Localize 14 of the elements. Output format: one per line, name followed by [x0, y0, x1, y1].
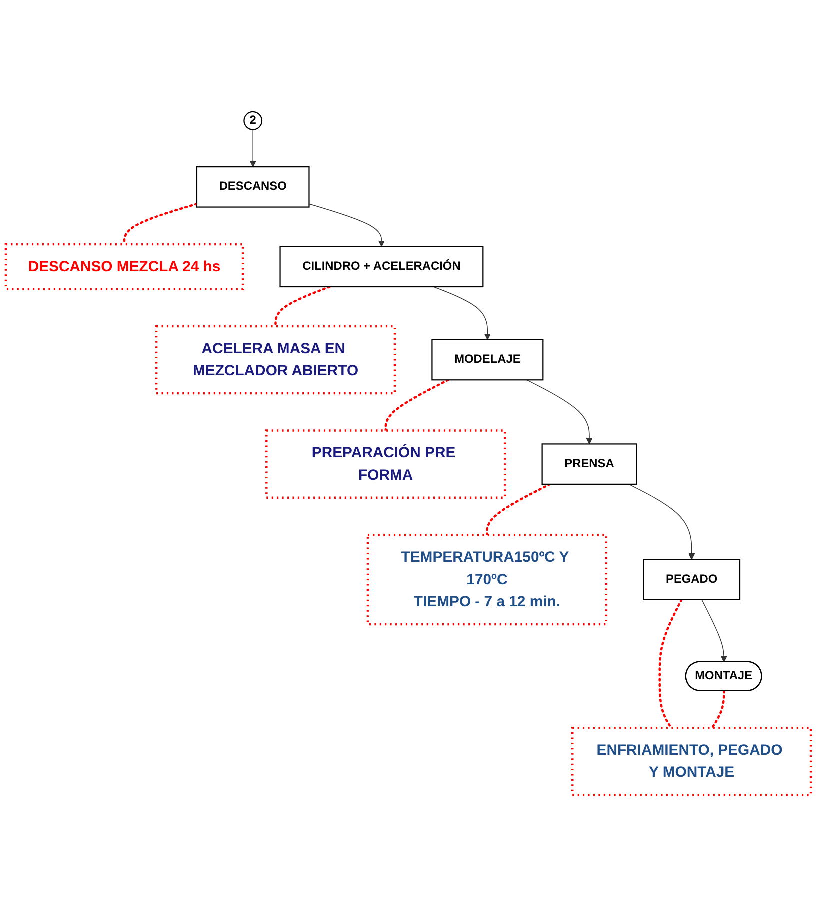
arrow	[628, 484, 696, 560]
node-box: DESCANSO	[196, 166, 310, 208]
connector	[711, 690, 726, 730]
node-box: MODELAJE	[432, 340, 544, 382]
arrow	[308, 204, 385, 248]
connector	[658, 599, 683, 730]
node-circle: 2	[244, 112, 263, 131]
node-box: PRENSA	[542, 444, 638, 486]
arrow	[526, 380, 593, 445]
arrow	[250, 130, 256, 168]
node-box: CILINDRO + ACELERACIÓN	[280, 246, 484, 288]
node-box: PEGADO	[643, 560, 741, 601]
connector	[486, 484, 552, 537]
arrow	[702, 600, 728, 663]
